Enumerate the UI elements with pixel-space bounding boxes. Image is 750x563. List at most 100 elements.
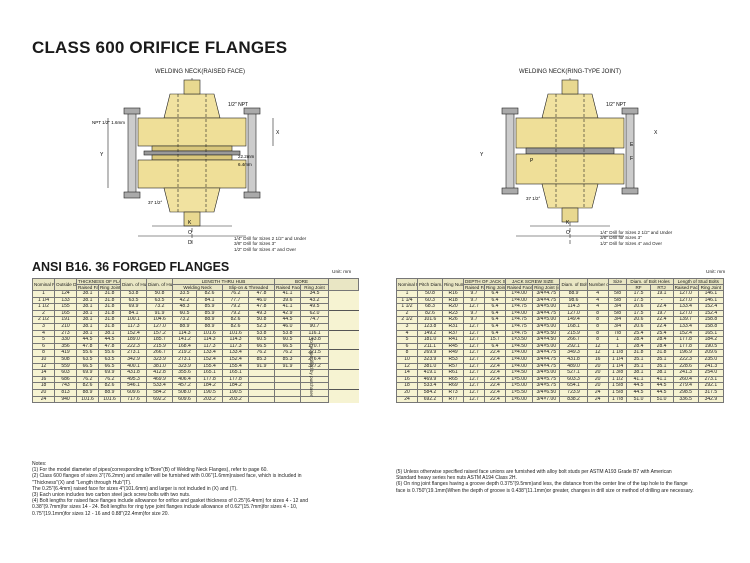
- table-cell: 76.2: [248, 349, 276, 357]
- table-cell: 20: [586, 375, 609, 384]
- table-cell: 184.2: [697, 336, 725, 344]
- subheader-cell: Ring Joint: [300, 284, 330, 291]
- table-cell: 98.6: [559, 296, 588, 305]
- table-cell: 6.4: [484, 322, 506, 331]
- table-cell: 8: [586, 309, 609, 318]
- table-cell: 42.9: [274, 309, 302, 318]
- table-cell: 273.1: [697, 375, 725, 384]
- table-cell: 117.3: [196, 342, 224, 351]
- e-label: E: [630, 142, 634, 148]
- drill-note: 1/4" Drill for Sizes 2 1/2" and Under: [234, 236, 307, 241]
- table-cell: 66.5: [248, 342, 276, 351]
- table-cell: 82.6: [97, 382, 122, 390]
- table-cell: 1×5.00: [504, 382, 534, 390]
- table-cell: 152.4: [697, 309, 725, 318]
- header-cell: Outside Diam. of Flange: [54, 278, 77, 291]
- table-cell: 3/4×7.00: [532, 395, 561, 404]
- table-cell: 44.5: [626, 382, 651, 390]
- note-line: 0.75"(19.1mm)for sizes 12 - 16 and 0.88"…: [32, 510, 169, 517]
- table-cell: 1×4.75: [504, 316, 534, 324]
- table-cell: 20: [586, 369, 609, 377]
- table-cell: 184.2: [196, 382, 224, 390]
- table-cell: 8: [586, 322, 609, 331]
- table-cell: 66.5: [76, 362, 99, 371]
- header-cell: Diam. of Bolt Holes: [626, 278, 674, 285]
- table-cell: 266.7: [146, 349, 174, 357]
- table-cell: 50.8: [416, 290, 444, 298]
- table-cell: 323.9: [172, 362, 198, 371]
- table-cell: 3/4: [607, 316, 628, 324]
- table-cell: 114.3: [196, 336, 224, 344]
- table-cell: 235.0: [697, 355, 725, 364]
- table-cell: 25.4: [649, 329, 674, 338]
- table-cell: 165.1: [196, 369, 224, 377]
- table-cell: 177.8: [222, 375, 250, 384]
- table-cell: 12: [586, 342, 609, 351]
- table-cell: 533.4: [146, 382, 174, 390]
- table-cell: 69.9: [97, 369, 122, 377]
- table-cell: 686: [54, 375, 77, 384]
- table-cell: R23: [442, 309, 465, 318]
- table-cell: 55.6: [76, 349, 99, 357]
- table-cell: 813: [54, 388, 77, 397]
- table-cell: 12.7: [463, 382, 485, 390]
- k-label: K: [566, 220, 570, 226]
- table-cell: 191: [54, 316, 77, 324]
- table-cell: 133.4: [222, 349, 250, 357]
- table-cell: 196.9: [672, 349, 699, 357]
- table-cell: 41.1: [274, 290, 302, 298]
- table-cell: 6.4: [484, 342, 506, 351]
- table-cell: 74.7: [300, 316, 330, 324]
- table-cell: 16: [396, 375, 418, 384]
- table-cell: R16: [442, 290, 465, 298]
- table-cell: 31.8: [97, 309, 122, 318]
- left-dimension-table: Nominal Pipe Size Outside Diam. of Flang…: [32, 278, 360, 404]
- table-cell: 6.4: [484, 296, 506, 305]
- table-cell: 2: [396, 309, 418, 318]
- table-cell: 1×4.50: [504, 342, 534, 351]
- table-cell: 31.8: [97, 290, 122, 298]
- table-cell: 1 1/4: [32, 296, 55, 305]
- table-cell: 12: [396, 362, 418, 371]
- header-cell: Length of Stud Bolts: [672, 278, 725, 285]
- drill-note: 1/2" Drill for Sizes 4" and Over: [234, 246, 296, 252]
- table-cell: 28.4: [626, 336, 651, 344]
- left-table-wrapper: Nominal Pipe Size Outside Diam. of Flang…: [32, 278, 360, 404]
- table-cell: 3/4×5.50: [532, 329, 561, 338]
- table-cell: 165: [54, 309, 77, 318]
- table-cell: 22.4: [484, 369, 506, 377]
- table-cell: 20: [32, 388, 55, 397]
- page-title: CLASS 600 ORIFICE FLANGES: [32, 38, 288, 57]
- table-cell: 317.5: [697, 388, 725, 397]
- table-cell: 654.1: [559, 382, 588, 390]
- table-cell: 8: [586, 329, 609, 338]
- table-cell: 222.3: [672, 355, 699, 364]
- table-cell: 91.9: [146, 309, 174, 318]
- table-cell: 260.4: [672, 375, 699, 384]
- table-cell: 25.4: [626, 329, 651, 338]
- table-cell: 1 3/8: [607, 369, 628, 377]
- table-cell: 52.3: [248, 322, 276, 331]
- table-cell: 342.9: [120, 355, 148, 364]
- table-cell: 5/8: [607, 309, 628, 318]
- left-drawing-caption: WELDING NECK(RAISED FACE): [154, 69, 245, 75]
- table-cell: 34.5: [300, 290, 330, 298]
- table-cell: 1 1/4: [396, 296, 418, 305]
- table-cell: R37: [442, 329, 465, 338]
- table-cell: 4: [586, 303, 609, 311]
- header-cell: DEPTH OF JACK SCREW SLOT: [463, 278, 506, 285]
- table-cell: 323.9: [416, 355, 444, 364]
- table-cell: 127.0: [672, 290, 699, 298]
- table-cell: 15.7: [484, 336, 506, 344]
- table-cell: 133.4: [672, 303, 699, 311]
- subheader-cell: Ring Joint: [484, 284, 506, 291]
- table-cell: -: [649, 296, 674, 305]
- note-line: (4) Bolt lengths for raised face flanges…: [32, 498, 309, 505]
- table-cell: 53.8: [248, 329, 276, 338]
- table-cell: 84.1: [196, 296, 224, 305]
- table-cell: 210: [54, 322, 77, 331]
- table-cell: 155.4: [222, 362, 250, 371]
